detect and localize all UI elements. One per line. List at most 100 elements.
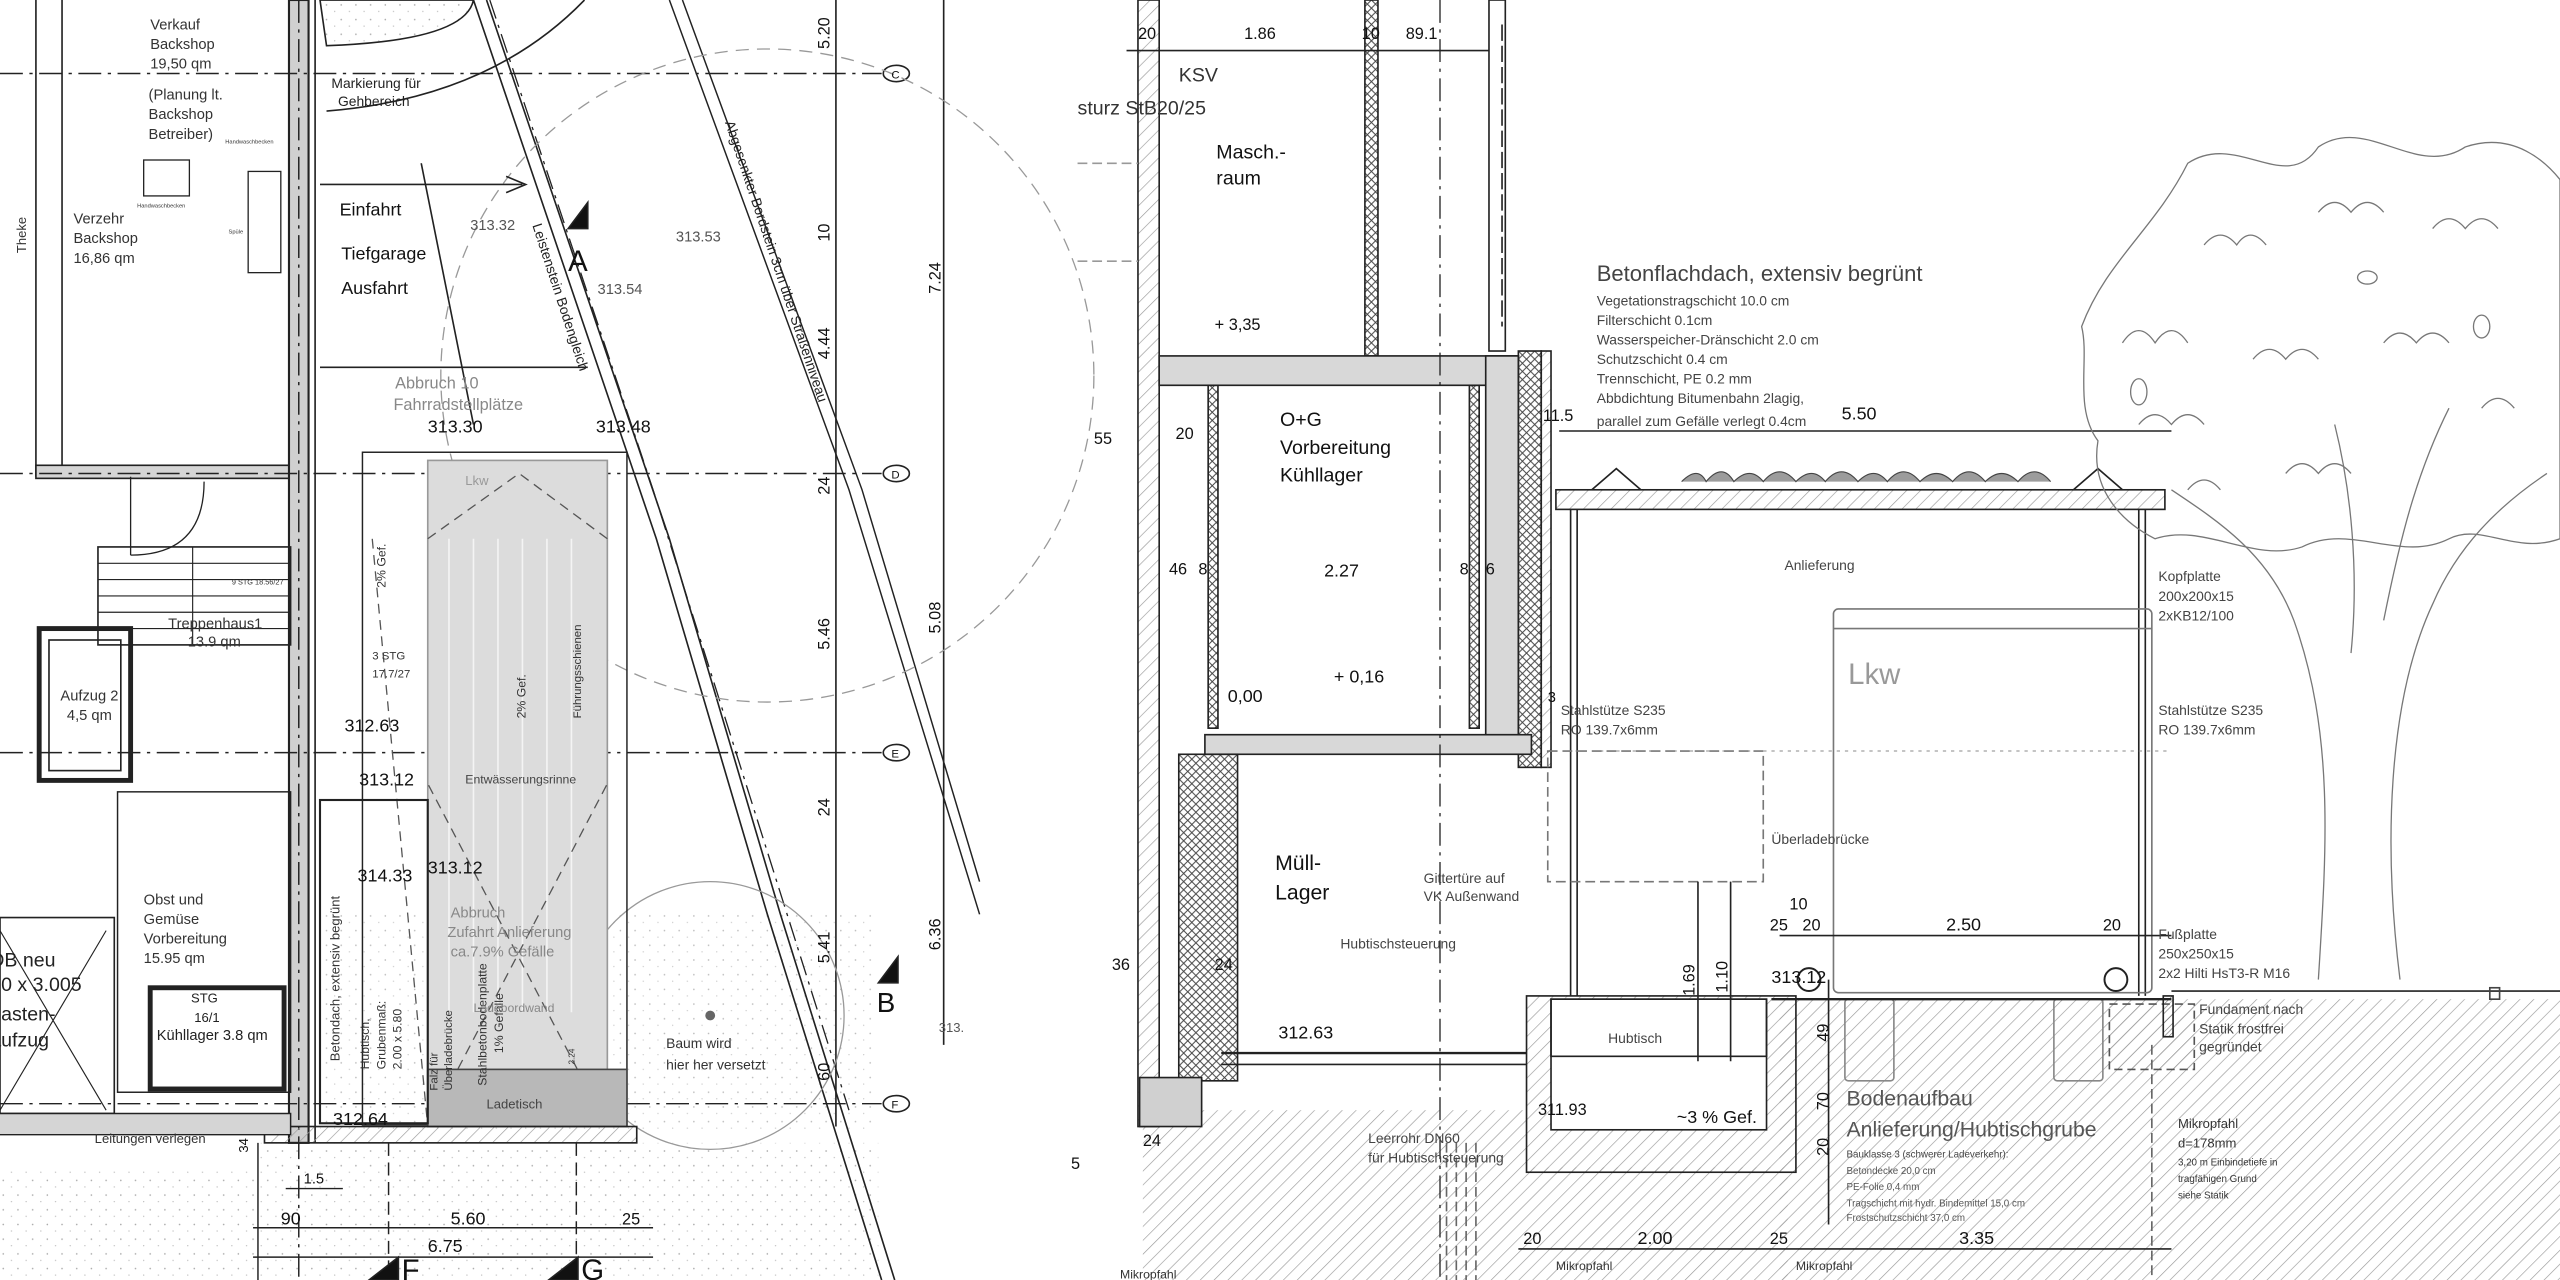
dimension: 20 xyxy=(1523,1230,1541,1248)
door-arc xyxy=(129,476,205,556)
note-text: Gehbereich xyxy=(338,93,410,109)
dimension: 5.60 xyxy=(451,1208,486,1228)
pit-note: Hubtisch, xyxy=(358,1018,372,1069)
dimension: 20 xyxy=(1138,25,1156,43)
vertical-wall-gray xyxy=(1484,355,1520,752)
section-marker-b xyxy=(876,954,899,984)
tree-note: Baum wird xyxy=(666,1035,731,1051)
fixture-label: Handwaschbecken xyxy=(225,140,273,146)
stair-label: 17.7/27 xyxy=(372,669,410,681)
micropile-note: d=178mm xyxy=(2178,1136,2237,1151)
demolition-note: ca.7.9% Gefälle xyxy=(451,945,555,961)
room-area: 4,5 qm xyxy=(67,708,112,724)
dimension: 5.50 xyxy=(1842,404,1877,424)
room-label: 16/1 xyxy=(194,1010,219,1025)
pit-note: 2.00 x 5.80 xyxy=(391,1009,405,1070)
dimension: 6.75 xyxy=(428,1236,463,1256)
dimension: 2.50 xyxy=(1946,915,1981,935)
dimension: 24 xyxy=(815,477,833,495)
room-label: Masch.- xyxy=(1216,141,1286,163)
drain-label: Entwässerungsrinne xyxy=(465,773,576,787)
floor-build-title: Bodenaufbau xyxy=(1847,1087,1973,1110)
grid-axis-label: C xyxy=(891,69,899,81)
dimension: 5.41 xyxy=(815,932,833,964)
demolition-note: Abbruch xyxy=(451,906,506,922)
dimension: 3 xyxy=(1548,690,1556,706)
lintel-label: sturz StB20/25 xyxy=(1078,97,1207,119)
level-mark: 313.12 xyxy=(359,769,414,789)
sink-unit xyxy=(247,170,282,274)
wall-label: KSV xyxy=(1179,65,1218,87)
slab-note: 1% Gefälle xyxy=(492,993,506,1053)
ladebordwand-label: Ladebordwand xyxy=(473,1001,554,1015)
floor-plan xyxy=(0,0,1095,1280)
slab-note: Stahlbetonbodenplatte xyxy=(476,963,490,1086)
level-mark: 313.12 xyxy=(428,857,483,877)
leistenstein-line xyxy=(472,0,896,1280)
dimension: 20 xyxy=(2103,917,2121,935)
dimension: 10 xyxy=(815,223,833,241)
demolition-note: Abbruch 10 xyxy=(395,375,478,393)
grid-axis-label: E xyxy=(891,749,899,761)
dimension: 25 xyxy=(1770,1230,1788,1248)
building-section xyxy=(1077,0,2560,1280)
dimension: 36 xyxy=(1112,956,1130,974)
aufzug-shaft xyxy=(36,626,134,783)
room-label: Lager xyxy=(1275,882,1329,905)
wall-horizontal xyxy=(35,464,292,480)
roof-layer: parallel zum Gefälle verlegt 0.4cm xyxy=(1597,413,1807,429)
column-note: RO 139.7x6mm xyxy=(1561,722,1658,738)
dimension: 8 xyxy=(1460,561,1469,579)
section-marker-label: B xyxy=(877,987,896,1018)
room-label: O+G xyxy=(1280,409,1322,431)
stipple-area-top xyxy=(319,0,475,47)
hubtisch-table xyxy=(1550,998,1768,1058)
level-mark: 313. xyxy=(939,1020,964,1035)
conduit-note: für Hubtischsteuerung xyxy=(1368,1149,1504,1165)
slope-label: 2% Gef. xyxy=(515,674,529,718)
level-mark: + 0,16 xyxy=(1334,666,1384,686)
level-mark: 313.30 xyxy=(428,417,483,437)
section-marker-label: A xyxy=(568,245,588,278)
slope-label: 2% Gef. xyxy=(374,544,388,588)
room-label: Theke xyxy=(14,217,29,253)
floor-build-layer: Betondecke 20,0 cm xyxy=(1847,1166,1936,1177)
room-label: STG xyxy=(191,990,218,1005)
pit-note: Grubenmaß: xyxy=(374,1001,388,1070)
dimension: 46 xyxy=(1169,561,1187,579)
dimension: 6 xyxy=(1486,561,1495,579)
room-label: Backshop xyxy=(73,231,138,247)
section-marker-g xyxy=(547,1255,579,1280)
slab-000 xyxy=(1204,733,1533,756)
dimension: 1.69 xyxy=(1681,964,1699,996)
grid-axis-label: D xyxy=(891,469,899,481)
inner-wall xyxy=(1364,0,1379,357)
grid-axis-label: F xyxy=(891,1100,898,1112)
level-mark: 311.93 xyxy=(1538,1101,1587,1119)
vehicle-label: Lkw xyxy=(1848,658,1901,691)
note-text: Gittertüre auf xyxy=(1424,870,1505,886)
roof-layer: Trennschicht, PE 0.2 mm xyxy=(1597,371,1752,387)
room-label: Vorbereitung xyxy=(1280,437,1391,459)
level-mark: 313.48 xyxy=(596,417,651,437)
room-label: Verzehr xyxy=(73,212,124,228)
hubtisch-pit xyxy=(318,798,429,1125)
ueberladebruecke-dashed xyxy=(1546,750,1765,883)
dimension: 70 xyxy=(1815,1092,1833,1110)
room-label: Verkauf xyxy=(150,17,201,33)
plate-note: 250x250x15 xyxy=(2158,945,2234,961)
dimension: 8 xyxy=(1198,561,1207,579)
column-note: RO 139.7x6mm xyxy=(2158,722,2255,738)
ground-hatch-left xyxy=(1142,1110,1527,1280)
dimension: 5.08 xyxy=(926,602,944,634)
rebate-note: Falz für xyxy=(429,1052,441,1090)
level-mark: 313.54 xyxy=(598,282,643,298)
conduit-note: Leerrohr DN60 xyxy=(1368,1130,1460,1146)
stair-label: 9 STG 18.56/27 xyxy=(232,577,284,586)
room-label: Aufzug 2 xyxy=(60,688,118,704)
pipe-note: Leitungen verlegen xyxy=(95,1131,206,1146)
roof-layer: Schutzschicht 0.4 cm xyxy=(1597,351,1728,367)
elevator-label: Lasten- xyxy=(0,1003,56,1025)
area-label: Anlieferung xyxy=(1784,557,1854,573)
dimension: 90 xyxy=(281,1208,301,1228)
